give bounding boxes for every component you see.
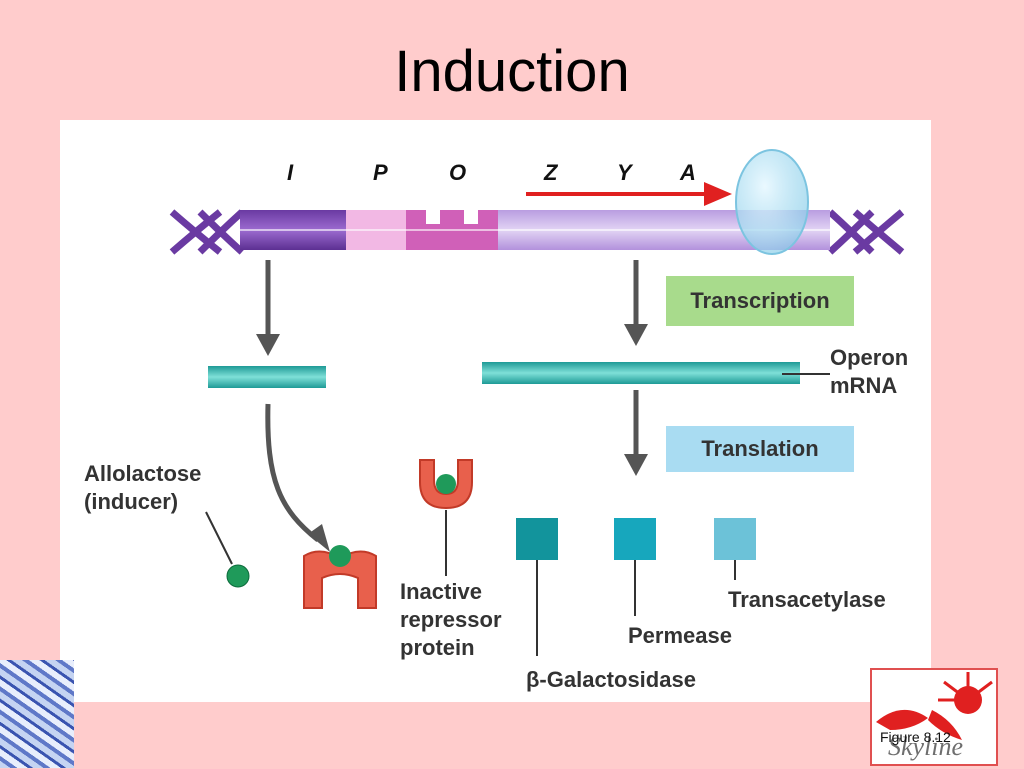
transcription-box (666, 276, 854, 326)
beta-galactosidase-protein (516, 518, 558, 560)
permease-protein (614, 518, 656, 560)
bound-inducer (329, 545, 351, 567)
skyline-logo (870, 668, 998, 766)
dna-helix-right (827, 209, 905, 255)
dna-helix-left (169, 209, 245, 255)
gene-label-z: Z (544, 160, 558, 185)
repressor-bound-inducer (303, 550, 377, 609)
gene-label-a: A (680, 160, 696, 185)
figure-reference: Figure 8.12 (880, 729, 951, 745)
gene-label-y: Y (617, 160, 632, 185)
gene-label-o: O (449, 160, 467, 185)
allolactose-label: Allolactose (inducer) (84, 461, 202, 514)
skyline-logo-graphic (876, 672, 993, 740)
transcription-label: Transcription (690, 288, 830, 313)
rna-polymerase (735, 149, 809, 255)
transacetylase-protein (714, 518, 756, 560)
induction-diagram (169, 149, 905, 656)
gene-label-p: P (373, 160, 388, 185)
repressor-mrna (208, 366, 326, 388)
beta-galactosidase-label: β-Galactosidase (526, 667, 696, 692)
repressor-inducer (436, 474, 456, 494)
skyline-logo-text: Skyline (888, 732, 964, 761)
operon-mrna-label: Operon mRNA (830, 345, 909, 398)
translation-to-repressor-arrow (265, 403, 320, 542)
inactive-repressor (419, 459, 473, 510)
diagram-panel: I P O Z Y A Transcription Translation Op… (60, 120, 931, 702)
operon-mrna (482, 362, 800, 384)
slide-title: Induction (394, 39, 630, 104)
operator-notch-1 (426, 208, 440, 224)
translation-box (666, 426, 854, 472)
gene-label-i: I (287, 160, 294, 185)
operator-notch-2 (464, 208, 478, 224)
corner-texture-image (0, 660, 74, 768)
permease-label: Permease (628, 623, 732, 648)
transacetylase-label: Transacetylase (728, 587, 886, 612)
inactive-repressor-label: Inactive repressor protein (400, 579, 502, 660)
translation-label: Translation (701, 436, 819, 461)
allolactose-molecule (226, 564, 250, 588)
